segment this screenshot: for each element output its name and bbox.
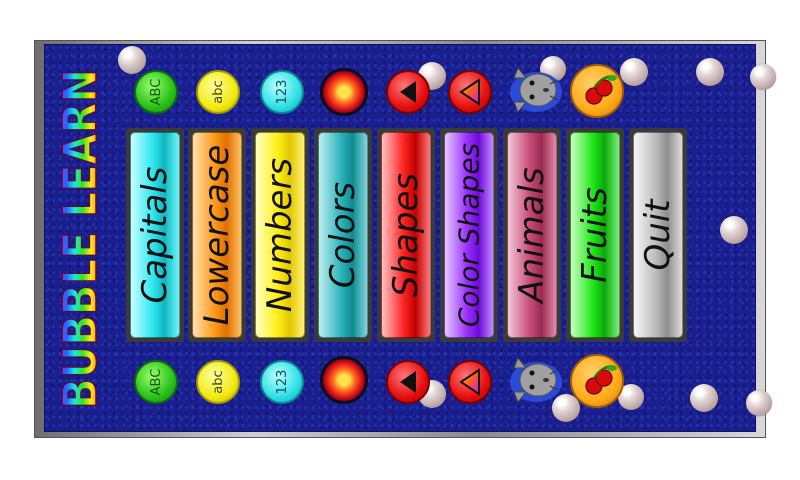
numbers-button[interactable]: Numbers — [251, 128, 309, 342]
shapes-icon[interactable] — [386, 70, 430, 114]
capitals-icon-label: ABC — [148, 368, 164, 396]
capitals-button[interactable]: Capitals — [126, 128, 184, 342]
quit-button-face — [633, 132, 683, 338]
numbers-button-label: Numbers — [260, 157, 300, 313]
capitals-icon[interactable]: ABC — [134, 70, 178, 114]
numbers-button-face — [255, 132, 305, 338]
lowercase-icon[interactable]: abc — [196, 360, 240, 404]
shapes-button-label: Shapes — [386, 172, 426, 298]
animals-icon[interactable] — [508, 66, 564, 114]
lowercase-icon-label: abc — [210, 370, 226, 394]
bubble-decoration — [118, 46, 146, 74]
color-shapes-button-face — [444, 132, 494, 338]
bubble-decoration — [620, 58, 648, 86]
bubble-decoration — [552, 394, 580, 422]
numbers-icon[interactable]: 123 — [260, 70, 304, 114]
bubble-learn-logo: BUBBLE LEARN — [52, 62, 108, 416]
color-shapes-icon[interactable] — [448, 360, 492, 404]
bubble-decoration — [720, 216, 748, 244]
capitals-button-label: Capitals — [135, 166, 175, 304]
animals-icon[interactable] — [508, 356, 564, 404]
colors-button[interactable]: Colors — [314, 128, 372, 342]
fruits-button[interactable]: Fruits — [566, 128, 624, 342]
lowercase-button-face — [192, 132, 242, 338]
color-shapes-icon[interactable] — [448, 70, 492, 114]
animals-button[interactable]: Animals — [503, 128, 561, 342]
shapes-button[interactable]: Shapes — [377, 128, 435, 342]
bubble-decoration — [696, 58, 724, 86]
colors-button-face — [318, 132, 368, 338]
bubble-decoration — [746, 390, 772, 416]
lowercase-button[interactable]: Lowercase — [188, 128, 246, 342]
colors-icon[interactable] — [320, 68, 368, 116]
fruits-button-label: Fruits — [575, 187, 615, 283]
capitals-button-face — [130, 132, 180, 338]
animals-button-label: Animals — [512, 167, 552, 303]
color-shapes-button[interactable]: Color Shapes — [440, 128, 498, 342]
fruits-icon[interactable] — [570, 354, 624, 408]
shapes-button-face — [381, 132, 431, 338]
capitals-icon-label: ABC — [148, 78, 164, 106]
colors-icon[interactable] — [320, 356, 368, 404]
shapes-icon[interactable] — [386, 360, 430, 404]
capitals-icon[interactable]: ABC — [134, 360, 178, 404]
lowercase-icon[interactable]: abc — [196, 70, 240, 114]
color-shapes-button-label: Color Shapes — [452, 142, 486, 328]
numbers-icon[interactable]: 123 — [260, 360, 304, 404]
svg-text:BUBBLE LEARN: BUBBLE LEARN — [56, 69, 107, 409]
numbers-icon-label: 123 — [274, 79, 290, 105]
lowercase-button-label: Lowercase — [197, 144, 237, 326]
fruits-icon[interactable] — [570, 64, 624, 118]
quit-button-label: Quit — [638, 199, 678, 271]
colors-button-label: Colors — [323, 181, 363, 289]
quit-button[interactable]: Quit — [629, 128, 687, 342]
animals-button-face — [507, 132, 557, 338]
numbers-icon-label: 123 — [274, 369, 290, 395]
bubble-decoration — [750, 64, 776, 90]
bubble-decoration — [690, 384, 718, 412]
fruits-button-face — [570, 132, 620, 338]
lowercase-icon-label: abc — [210, 80, 226, 104]
